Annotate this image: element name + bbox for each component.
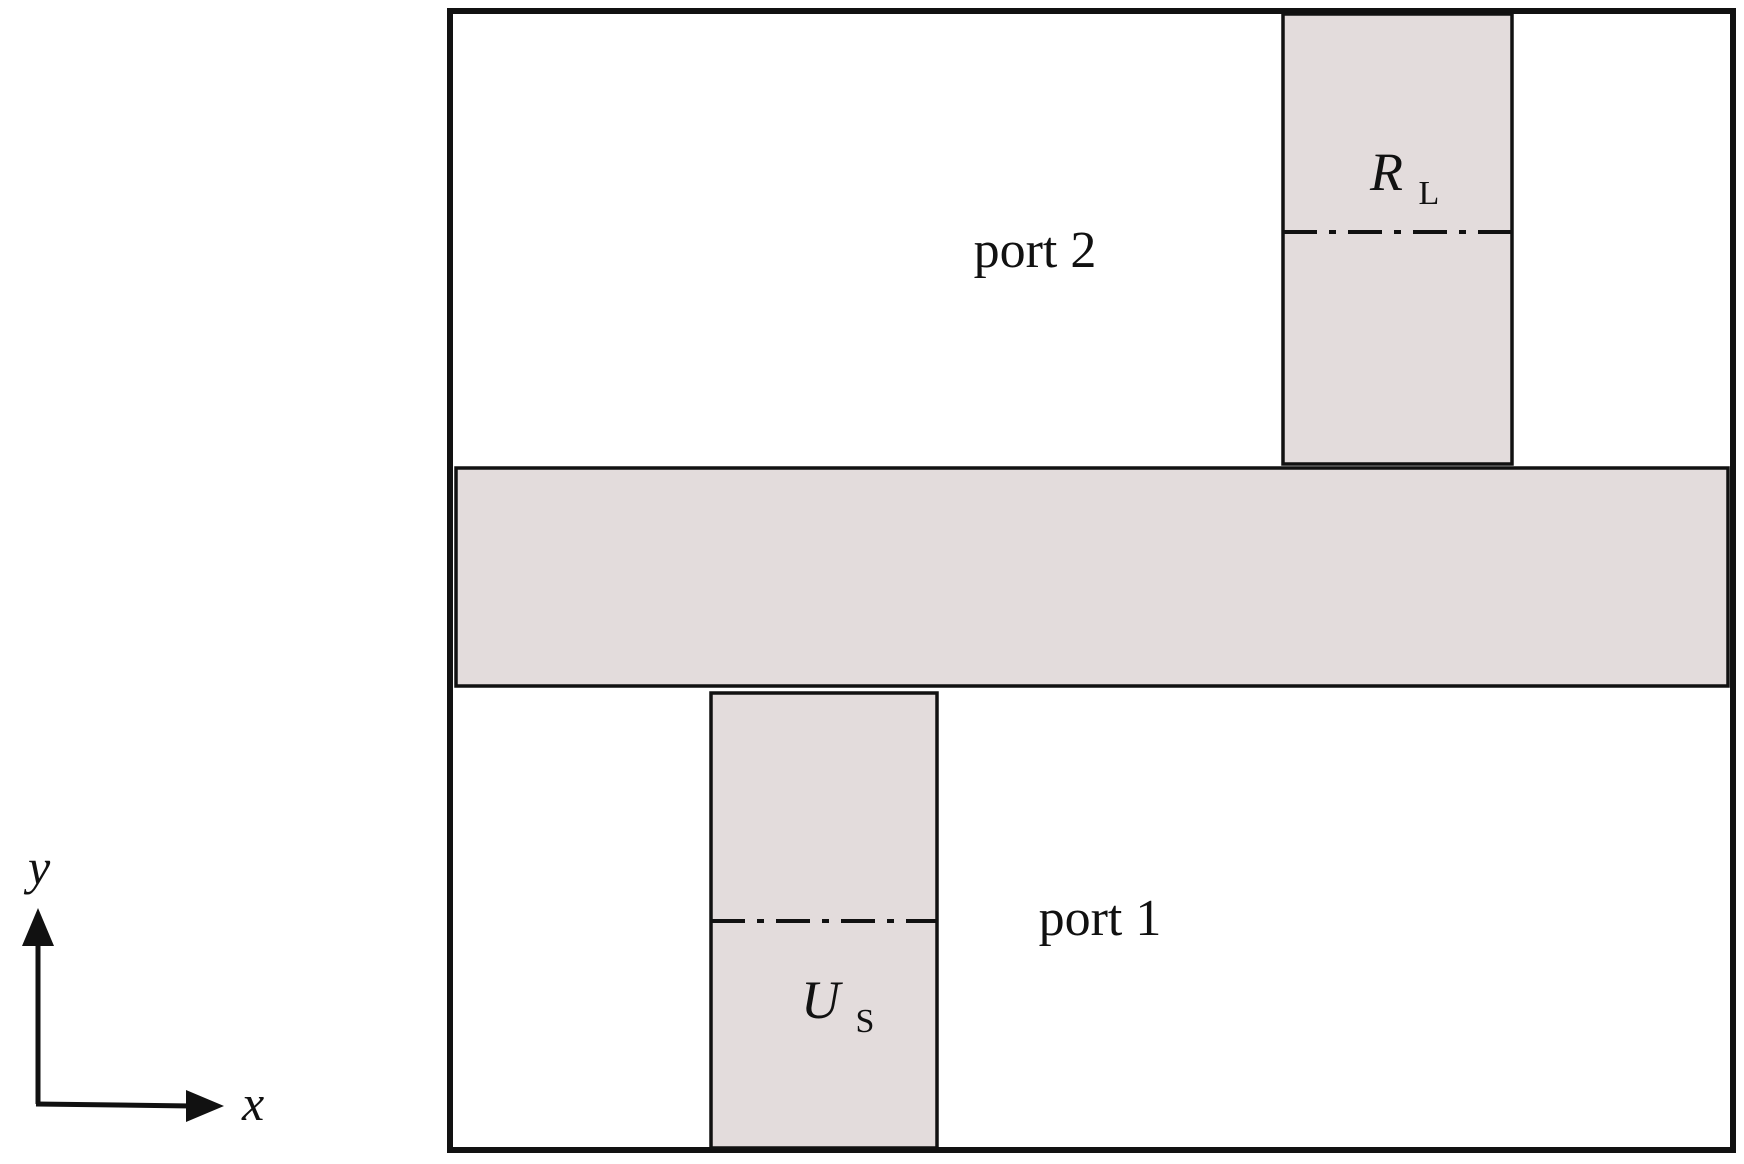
x-axis-line bbox=[35, 1101, 193, 1109]
y-axis-label: y bbox=[23, 839, 51, 895]
load-label: R L bbox=[1369, 142, 1439, 212]
x-axis-arrowhead bbox=[186, 1090, 224, 1122]
y-axis-arrowhead bbox=[22, 908, 54, 946]
x-axis-label: x bbox=[241, 1075, 264, 1131]
coordinate-axes: y x bbox=[22, 839, 264, 1131]
load-branch-section bbox=[1281, 12, 1514, 466]
load-symbol: R bbox=[1369, 142, 1403, 202]
source-label: U S bbox=[801, 970, 874, 1040]
port-1-label: port 1 bbox=[1039, 890, 1162, 947]
source-symbol: U bbox=[801, 970, 843, 1030]
source-subscript: S bbox=[856, 1003, 875, 1040]
load-subscript: L bbox=[1419, 175, 1440, 212]
main-horizontal-section bbox=[454, 466, 1730, 688]
port-2-label: port 2 bbox=[974, 222, 1097, 279]
